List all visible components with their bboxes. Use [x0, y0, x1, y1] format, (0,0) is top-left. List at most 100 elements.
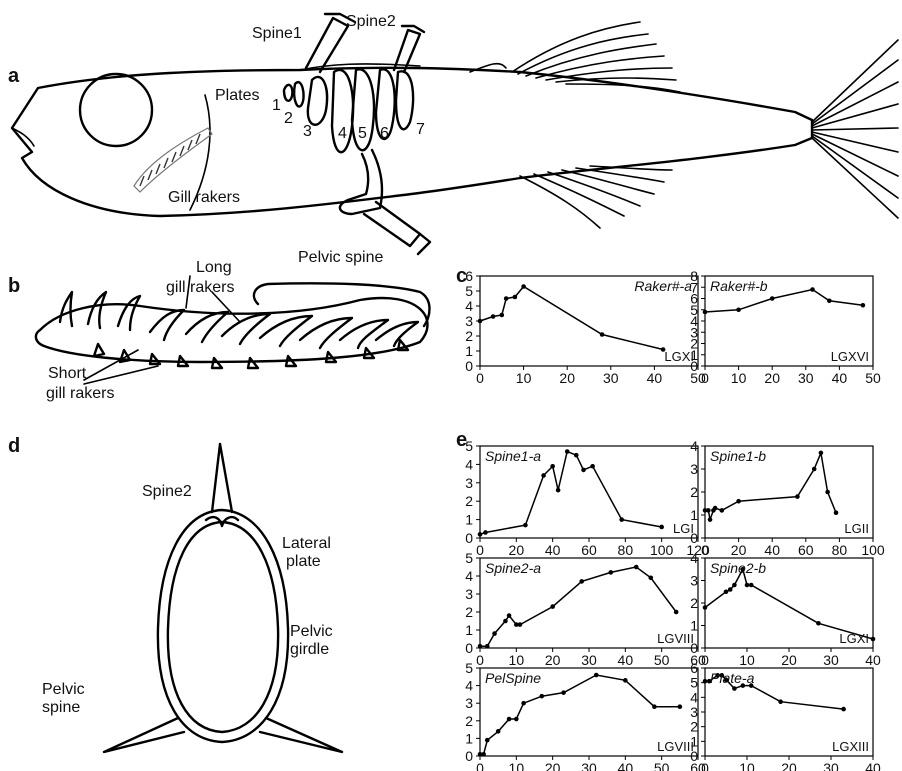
label-pelvic-spine: Pelvic spine: [298, 249, 383, 266]
marker-point: [500, 313, 505, 318]
x-tick-label: 20: [781, 652, 797, 668]
marker-point: [674, 610, 679, 615]
marker-point: [652, 704, 657, 709]
marker-point: [541, 473, 546, 478]
x-tick-label: 10: [509, 760, 525, 771]
marker-point: [795, 494, 800, 499]
y-tick-label: 1: [465, 512, 473, 528]
marker-point: [678, 704, 683, 709]
y-tick-label: 0: [465, 530, 473, 546]
panel-d: d Spine2 Lateral plate Pelvic girdle Pel…: [8, 435, 342, 752]
marker-point: [594, 673, 599, 678]
y-tick-label: 2: [690, 595, 698, 611]
label-d-spine2: Spine2: [142, 483, 192, 500]
y-tick-label: 3: [465, 475, 473, 491]
plate-number-1: 1: [272, 97, 281, 114]
plate-number-3: 3: [303, 123, 312, 140]
y-tick-label: 3: [465, 586, 473, 602]
marker-point: [827, 298, 832, 303]
panel-letter-d: d: [8, 435, 20, 457]
x-tick-label: 80: [832, 542, 848, 558]
y-tick-label: 8: [690, 268, 698, 284]
x-tick-label: 40: [618, 652, 634, 668]
marker-point: [825, 490, 830, 495]
y-tick-label: 1: [465, 730, 473, 746]
y-tick-label: 6: [465, 268, 473, 284]
qtl-plot: 0102030405060012345PelSpineLGVIII: [465, 660, 706, 771]
marker-point: [485, 738, 490, 743]
y-tick-label: 1: [690, 618, 698, 634]
y-tick-label: 5: [690, 675, 698, 691]
plot-title: Spine2-b: [710, 560, 766, 576]
panel-b: b Long gill rakers Short gill rakers: [8, 259, 430, 402]
x-tick-label: 30: [798, 370, 814, 386]
x-tick-label: 40: [832, 370, 848, 386]
plot-title: Spine1-b: [710, 448, 766, 464]
y-tick-label: 3: [690, 573, 698, 589]
lod-curve: [480, 567, 676, 646]
label-short-line1: Short: [48, 365, 87, 382]
x-tick-label: 20: [764, 370, 780, 386]
label-gill-rakers: Gill rakers: [168, 189, 240, 206]
label-long-line1: Long: [196, 259, 232, 276]
marker-point: [590, 464, 595, 469]
x-tick-label: 10: [739, 760, 755, 771]
y-tick-label: 0: [465, 748, 473, 764]
y-tick-label: 1: [465, 343, 473, 359]
y-tick-label: 4: [465, 298, 473, 314]
marker-point: [507, 613, 512, 618]
label-girdle-line2: girdle: [290, 641, 329, 658]
marker-point: [600, 332, 605, 337]
plate-number-6: 6: [380, 125, 389, 142]
marker-point: [579, 579, 584, 584]
x-tick-label: 40: [647, 370, 663, 386]
x-tick-label: 40: [865, 652, 881, 668]
marker-point: [503, 619, 508, 624]
marker-point: [481, 752, 486, 757]
qtl-plot: 0102030400123456Plate-aLGXIII: [690, 660, 881, 771]
y-tick-label: 2: [690, 719, 698, 735]
marker-point: [609, 570, 614, 575]
y-tick-label: 4: [690, 438, 698, 454]
marker-point: [732, 583, 737, 588]
y-tick-label: 5: [465, 660, 473, 676]
label-girdle-line1: Pelvic: [290, 623, 333, 640]
marker-point: [491, 314, 496, 319]
y-tick-label: 0: [690, 530, 698, 546]
marker-point: [706, 508, 711, 513]
label-pelvic-line1: Pelvic: [42, 681, 85, 698]
plate-number-7: 7: [416, 121, 425, 138]
qtl-plot: 01020304050012345678Raker#-bLGXVI: [690, 268, 881, 386]
y-tick-label: 5: [465, 550, 473, 566]
marker-point: [619, 517, 624, 522]
y-tick-label: 3: [465, 313, 473, 329]
lod-curve: [480, 675, 680, 754]
x-tick-label: 30: [581, 652, 597, 668]
marker-point: [778, 699, 783, 704]
marker-point: [523, 523, 528, 528]
gill-raker-arch: [134, 128, 212, 192]
x-tick-label: 20: [731, 542, 747, 558]
x-tick-label: 40: [764, 542, 780, 558]
x-tick-label: 80: [618, 542, 634, 558]
y-tick-label: 3: [690, 704, 698, 720]
marker-point: [819, 451, 824, 456]
label-spine1: Spine1: [252, 25, 302, 42]
label-spine2: Spine2: [346, 13, 396, 30]
y-tick-label: 1: [465, 622, 473, 638]
label-lateral-line2: plate: [286, 553, 321, 570]
x-tick-label: 20: [781, 760, 797, 771]
linkage-group-label: LGII: [844, 521, 869, 536]
x-tick-label: 30: [823, 760, 839, 771]
x-tick-label: 10: [516, 370, 532, 386]
label-pelvic-line2: spine: [42, 699, 80, 716]
marker-point: [810, 287, 815, 292]
cross-section-outer: [158, 510, 288, 742]
marker-point: [703, 310, 708, 315]
y-tick-label: 5: [465, 283, 473, 299]
marker-point: [736, 307, 741, 312]
marker-point: [749, 583, 754, 588]
y-tick-label: 6: [690, 660, 698, 676]
